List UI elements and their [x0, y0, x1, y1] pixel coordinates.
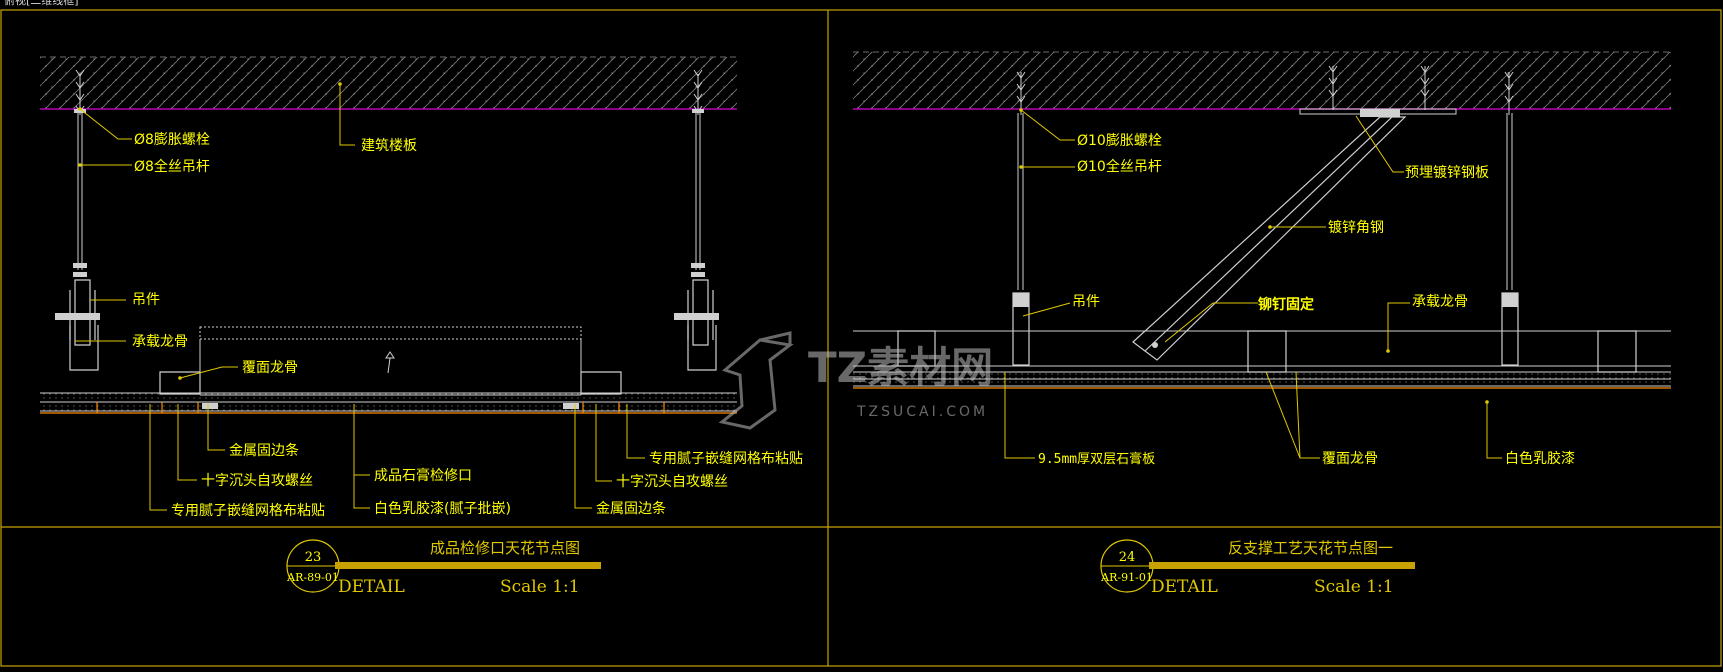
title-sheet-left: AR-89-01	[286, 571, 339, 584]
label-latex-paint-r: 白色乳胶漆	[1505, 450, 1575, 467]
label-anchor-bolt-l: Ø8膨胀螺栓	[134, 131, 210, 148]
label-tape-l: 专用腻子嵌缝网格布粘贴	[171, 503, 325, 519]
slab-hatch	[40, 57, 737, 109]
label-hanger-l: 吊件	[132, 292, 160, 308]
title-detail-left: DETAIL	[338, 577, 405, 597]
label-screw-r: 十字沉头自攻螺丝	[616, 474, 728, 490]
right-detail-drawing	[853, 51, 1671, 459]
watermark-url: TZSUCAI.COM	[856, 404, 988, 420]
title-bar-left	[335, 562, 601, 569]
slab-hatch-right	[853, 52, 1671, 109]
label-cover-runner-l: 覆面龙骨	[242, 360, 298, 376]
label-edge-strip-l: 金属固边条	[229, 442, 299, 459]
viewport-label[interactable]: 俯视[二维线框]	[0, 0, 83, 8]
title-bar-right	[1149, 562, 1415, 569]
label-screw-l: 十字沉头自攻螺丝	[201, 473, 313, 489]
title-name-left: 成品检修口天花节点图	[430, 539, 580, 557]
watermark-brand: TZ素材网	[808, 343, 993, 392]
watermark-logo-icon	[718, 338, 794, 430]
label-hanger-r: 吊件	[1072, 294, 1100, 310]
label-angle-steel: 镀锌角钢	[1328, 219, 1384, 236]
label-rivet: 铆钉固定	[1258, 296, 1314, 313]
outer-frame	[0, 9, 1722, 667]
left-detail-labels: Ø8膨胀螺栓 Ø8全丝吊杆 建筑楼板 吊件 承载龙骨 覆面龙骨 金属固边条 十字…	[132, 131, 803, 519]
label-cover-runner-r: 覆面龙骨	[1322, 451, 1378, 467]
label-hanger-rod-l: Ø8全丝吊杆	[134, 158, 210, 175]
title-number-right: 24	[1119, 550, 1136, 565]
label-slab-l: 建筑楼板	[361, 138, 417, 154]
label-latex-paint-l: 白色乳胶漆(腻子批嵌)	[374, 500, 511, 517]
label-embed-plate: 预埋镀锌钢板	[1405, 164, 1489, 181]
label-tape-r: 专用腻子嵌缝网格布粘贴	[649, 451, 803, 467]
right-title-block: 24 AR-91-01 反支撑工艺天花节点图一 DETAIL Scale 1:1	[1100, 539, 1415, 597]
label-anchor-bolt-r: Ø10膨胀螺栓	[1077, 132, 1162, 149]
title-sheet-right: AR-91-01	[1100, 571, 1153, 584]
left-detail-drawing	[40, 56, 737, 511]
label-access-panel: 成品石膏检修口	[374, 467, 472, 484]
title-detail-right: DETAIL	[1151, 577, 1218, 597]
watermark: TZ素材网 TZSUCAI.COM	[718, 331, 993, 430]
title-name-right: 反支撑工艺天花节点图一	[1228, 539, 1393, 557]
title-scale-left: Scale 1:1	[500, 577, 580, 597]
angle-steel-brace	[1132, 116, 1407, 361]
access-panel-top	[199, 326, 582, 340]
label-hanger-rod-r: Ø10全丝吊杆	[1077, 158, 1162, 175]
right-detail-labels: Ø10膨胀螺栓 Ø10全丝吊杆 预埋镀锌钢板 镀锌角钢 吊件 铆钉固定 承载龙骨…	[1038, 132, 1575, 467]
drawing-border	[0, 9, 1722, 667]
label-gypsum: 9.5mm厚双层石膏板	[1038, 451, 1155, 467]
label-edge-strip-r: 金属固边条	[596, 500, 666, 517]
label-main-runner-l: 承载龙骨	[132, 334, 188, 350]
label-main-runner-r: 承载龙骨	[1412, 294, 1468, 310]
title-number-left: 23	[305, 550, 322, 565]
left-title-block: 23 AR-89-01 成品检修口天花节点图 DETAIL Scale 1:1	[286, 539, 601, 597]
title-scale-right: Scale 1:1	[1314, 577, 1394, 597]
